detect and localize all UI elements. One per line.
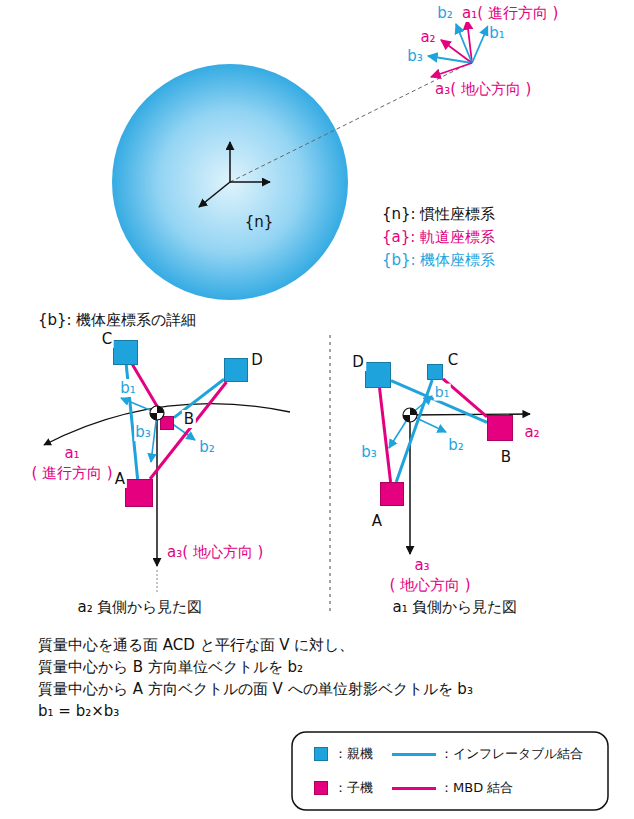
com-quadrant	[157, 406, 164, 413]
view-caption: {b}: 機体座標系の詳細	[38, 311, 196, 329]
craft-letter: B	[499, 448, 513, 466]
craft-letter: B	[182, 410, 196, 428]
vector-label: b₂	[198, 438, 216, 456]
craft-letter: C	[446, 351, 460, 369]
view-divider	[330, 335, 331, 615]
com-quadrant	[150, 413, 157, 420]
craft-letter: C	[100, 330, 114, 348]
view-caption: a₁ 負側から見た図	[393, 598, 518, 616]
parent-craft: D	[365, 362, 391, 388]
craft-letter: D	[350, 353, 366, 371]
vector-arrow	[121, 398, 157, 413]
mbd-link	[380, 388, 391, 482]
vector-label: b₁	[434, 384, 451, 401]
vector-label: b₁	[488, 24, 506, 42]
vector-arrow	[389, 415, 410, 448]
vector-label: b₁	[119, 379, 137, 397]
legend-text: ：MBD 結合	[440, 780, 513, 796]
vector-label: {a}: 軌道座標系	[382, 228, 495, 246]
legend-swatch	[314, 747, 328, 761]
craft-letter: A	[370, 512, 384, 530]
vector-label: a₃	[413, 556, 430, 574]
vector-label: b₂	[447, 436, 465, 454]
earth-sphere	[112, 64, 348, 300]
vector-label: a₁	[63, 444, 80, 462]
vector-label: a₂	[523, 423, 540, 441]
com-quadrant	[410, 408, 417, 415]
center-of-mass	[403, 408, 417, 422]
satellite-vectors	[428, 20, 488, 77]
vector-label: a₃( 地心方向 )	[434, 80, 532, 98]
com-circle	[403, 408, 417, 422]
inflatable-link	[396, 380, 432, 482]
legend-frame	[292, 732, 608, 810]
note-text: 質量中心を通る面 ACD と平行な面 V に対し、	[38, 636, 354, 654]
inflatable-link	[391, 381, 487, 423]
note-text: b₁ = b₂×b₃	[38, 702, 119, 720]
parent-craft: C	[427, 364, 443, 380]
note-text: 質量中心から A 方向ベクトルの面 V への単位射影ベクトルを b₃	[38, 680, 473, 698]
vector-label: ( 進行方向 )	[30, 464, 113, 482]
mbd-link	[132, 365, 162, 417]
vector-label: a₃( 地心方向 )	[166, 543, 264, 561]
vector-arrow	[151, 413, 157, 462]
child-craft: B	[160, 416, 174, 430]
child-craft: A	[380, 482, 404, 506]
axis-arrow	[229, 142, 231, 182]
craft-letter: A	[113, 470, 127, 488]
legend-text: ：インフレータブル結合	[440, 746, 583, 762]
legend-swatch	[314, 781, 328, 795]
vector-label: b₂	[436, 4, 454, 22]
vector-label: a₂	[419, 28, 436, 46]
vector-label: a₁( 進行方向 )	[461, 4, 559, 22]
right-view-vectors	[389, 396, 530, 554]
nadir-arrow	[409, 415, 411, 554]
vector-label: {n}: 慣性座標系	[382, 205, 495, 223]
legend-text: ：子機	[334, 780, 373, 796]
vector-arrow	[431, 63, 472, 77]
nadir-arrow	[156, 413, 158, 566]
legend-line-sample	[392, 787, 436, 790]
legend-text: ：親機	[334, 746, 373, 762]
axis-arrow	[230, 181, 270, 183]
vector-label: {n}	[245, 213, 274, 231]
vector-arrow	[472, 26, 488, 63]
vector-label: {b}: 機体座標系	[382, 251, 495, 269]
vector-label: b₃	[134, 423, 152, 441]
axis-arrow	[199, 182, 230, 207]
vector-label: b₃	[406, 47, 424, 65]
nadir-extension	[157, 570, 158, 592]
child-craft: B	[487, 415, 513, 441]
left-view-vectors	[44, 398, 290, 592]
note-text: 質量中心から B 方向単位ベクトルを b₂	[38, 658, 303, 676]
mbd-link	[150, 382, 226, 479]
parent-craft: C	[113, 340, 138, 365]
child-craft: A	[125, 479, 153, 507]
vector-arrow	[428, 56, 472, 63]
vector-label: b₃	[360, 443, 378, 461]
parent-craft: D	[224, 358, 248, 382]
craft-letter: D	[249, 351, 265, 369]
com-quadrant	[403, 415, 410, 422]
orbit-arc-arrow	[44, 404, 290, 445]
legend-box	[292, 732, 608, 810]
view-caption: a₂ 負側から見た図	[78, 598, 203, 616]
legend-line-sample	[392, 753, 436, 756]
inertial-axes	[199, 142, 270, 207]
vector-label: ( 地心方向 )	[388, 576, 471, 594]
